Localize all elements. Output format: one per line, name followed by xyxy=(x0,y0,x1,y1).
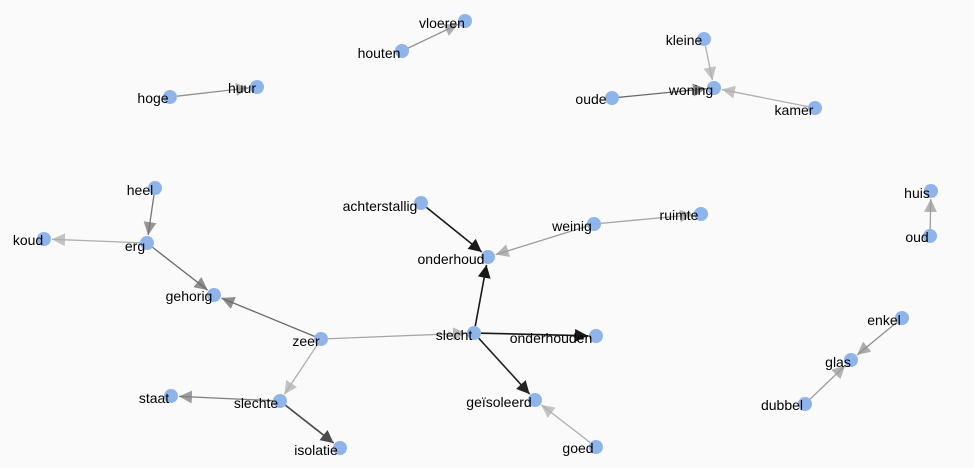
edge-zeer-to-slechte xyxy=(283,344,318,395)
node-label-onderhouden: onderhouden xyxy=(510,330,593,346)
labels-layer: vloeren houten hoge huur kleine woning oude kam… xyxy=(13,15,930,458)
node-label-slechte: slechte xyxy=(234,395,279,411)
node-vloeren[interactable] xyxy=(458,14,472,28)
node-oud[interactable] xyxy=(923,229,937,243)
node-label-slecht: slecht xyxy=(436,327,473,343)
node-kleine[interactable] xyxy=(697,32,711,46)
node-erg[interactable] xyxy=(140,236,154,250)
node-label-houten: houten xyxy=(358,45,401,61)
edge-oude-to-woning xyxy=(618,83,707,98)
node-label-ruimte: ruimte xyxy=(660,207,699,223)
node-huur[interactable] xyxy=(250,80,264,94)
edge-houten-to-vloeren xyxy=(408,23,459,49)
edge-zeer-to-gehorig xyxy=(221,296,315,337)
node-label-goed: goed xyxy=(562,440,593,456)
edge-zeer-to-slecht xyxy=(327,327,467,341)
node-achterstallig[interactable] xyxy=(414,196,428,210)
node-oude[interactable] xyxy=(605,91,619,105)
node-label-dubbel: dubbel xyxy=(761,397,803,413)
node-goed[interactable] xyxy=(589,440,603,454)
node-label-huur: huur xyxy=(228,80,256,96)
node-label-woning: woning xyxy=(668,82,713,98)
node-onderhoud[interactable] xyxy=(481,250,495,264)
node-geisoleerd[interactable] xyxy=(528,393,542,407)
node-dubbel[interactable] xyxy=(798,397,812,411)
node-label-heel: heel xyxy=(127,182,153,198)
edge-heel-to-erg xyxy=(143,194,157,236)
node-label-enkel: enkel xyxy=(867,312,900,328)
node-label-oud: oud xyxy=(905,229,928,245)
node-koud[interactable] xyxy=(37,232,51,246)
node-label-huis: huis xyxy=(904,185,930,201)
node-label-erg: erg xyxy=(125,238,145,254)
node-heel[interactable] xyxy=(148,181,162,195)
edge-weinig-to-ruimte xyxy=(600,209,694,224)
node-woning[interactable] xyxy=(707,81,721,95)
node-label-isolatie: isolatie xyxy=(294,442,338,458)
edge-dubbel-to-glas xyxy=(809,365,846,400)
node-label-kamer: kamer xyxy=(775,102,814,118)
node-label-weinig: weinig xyxy=(551,218,592,234)
node-ruimte[interactable] xyxy=(694,207,708,221)
node-label-hoge: hoge xyxy=(137,90,168,106)
edge-weinig-to-onderhoud xyxy=(495,225,588,257)
node-staat[interactable] xyxy=(164,389,178,403)
node-gehorig[interactable] xyxy=(207,288,221,302)
nodes-layer xyxy=(37,14,938,455)
node-label-staat: staat xyxy=(139,390,169,406)
node-glas[interactable] xyxy=(844,353,858,367)
node-onderhouden[interactable] xyxy=(589,329,603,343)
node-label-kleine: kleine xyxy=(666,32,703,48)
edge-hoge-to-huur xyxy=(176,82,250,97)
node-label-achterstallig: achterstallig xyxy=(343,198,418,214)
node-enkel[interactable] xyxy=(895,311,909,325)
edge-slechte-to-isolatie xyxy=(285,404,335,444)
edge-slecht-to-geisoleerd xyxy=(478,337,531,395)
node-isolatie[interactable] xyxy=(333,441,347,455)
edge-oud-to-huis xyxy=(924,198,938,230)
edge-slecht-to-onderhoud xyxy=(474,264,491,327)
node-label-onderhoud: onderhoud xyxy=(418,251,485,267)
node-slechte[interactable] xyxy=(273,394,287,408)
edge-slecht-to-onderhouden xyxy=(480,328,589,342)
edge-erg-to-gehorig xyxy=(152,246,209,291)
node-hoge[interactable] xyxy=(163,90,177,104)
node-label-gehorig: gehorig xyxy=(166,288,213,304)
edge-kamer-to-woning xyxy=(721,85,809,108)
edge-erg-to-koud xyxy=(51,233,141,247)
node-kamer[interactable] xyxy=(808,101,822,115)
node-houten[interactable] xyxy=(395,44,409,58)
node-label-oude: oude xyxy=(575,91,606,107)
edge-achterstallig-to-onderhoud xyxy=(425,206,483,253)
edge-goed-to-geisoleerd xyxy=(540,404,591,444)
node-label-zeer: zeer xyxy=(292,333,320,349)
edge-kleine-to-woning xyxy=(703,45,717,81)
node-zeer[interactable] xyxy=(314,332,328,346)
node-weinig[interactable] xyxy=(587,217,601,231)
node-huis[interactable] xyxy=(924,184,938,198)
edge-slechte-to-staat xyxy=(178,390,274,404)
node-label-glas: glas xyxy=(825,354,851,370)
edge-enkel-to-glas xyxy=(856,321,898,356)
node-label-koud: koud xyxy=(13,232,43,248)
node-label-vloeren: vloeren xyxy=(419,15,465,31)
edges-layer xyxy=(51,23,938,444)
node-slecht[interactable] xyxy=(467,326,481,340)
node-label-geisoleerd: geïsoleerd xyxy=(466,394,531,410)
